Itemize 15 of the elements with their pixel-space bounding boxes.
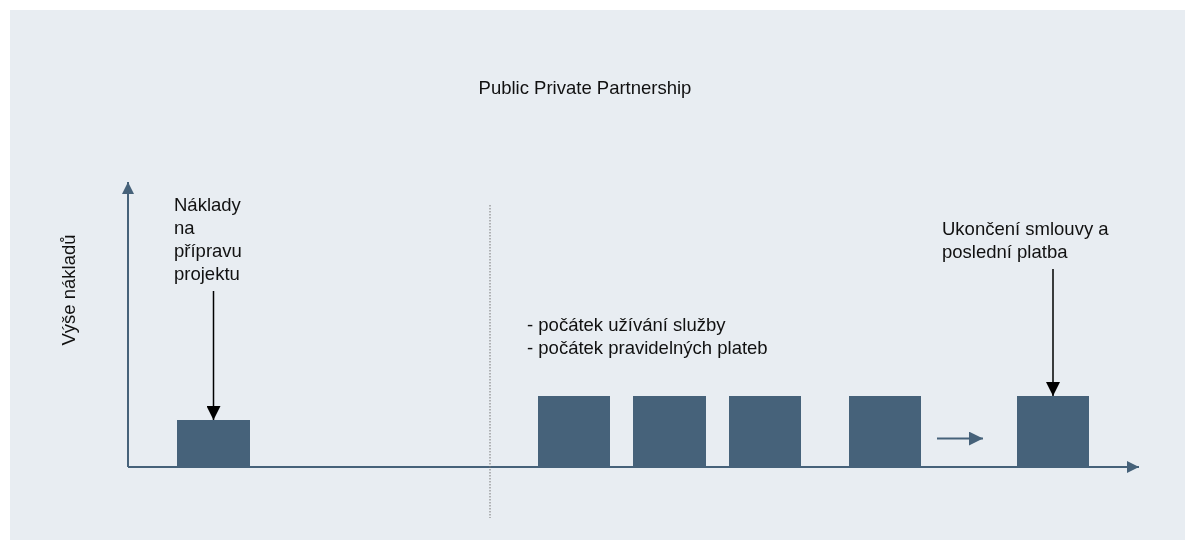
annotation-text: Ukončení smlouvy a poslední platba bbox=[942, 217, 1127, 263]
arrow bbox=[206, 290, 221, 421]
annotation-text: Náklady na přípravu projektu bbox=[174, 193, 262, 285]
cost-bar bbox=[849, 396, 921, 467]
cost-bar bbox=[729, 396, 801, 467]
cost-bar bbox=[177, 420, 250, 467]
note-text: - počátek pravidelných plateb bbox=[527, 336, 768, 359]
arrow bbox=[936, 431, 984, 446]
note-text: - počátek užívání služby bbox=[527, 313, 726, 336]
cost-bar bbox=[538, 396, 610, 467]
cost-bar bbox=[1017, 396, 1089, 467]
arrow bbox=[1046, 268, 1060, 397]
cost-bar bbox=[633, 396, 706, 467]
axis-label: Výše nákladů bbox=[56, 234, 80, 346]
title: Public Private Partnership bbox=[478, 77, 692, 98]
